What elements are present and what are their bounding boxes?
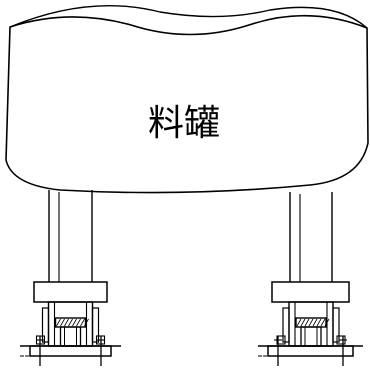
left-mount-post	[59, 326, 82, 347]
right-load-cell-hatch	[296, 318, 302, 327]
left-load-cell-hatch	[76, 318, 81, 327]
right-mount-post	[300, 326, 322, 347]
left-load-cell-hatch	[56, 318, 61, 327]
tank-outline	[5, 14, 369, 194]
right-load-cell-hatch	[320, 318, 326, 327]
right-load-cell-hatch	[316, 318, 322, 327]
left-base-plate	[29, 345, 112, 357]
right-side-bolt	[282, 307, 290, 343]
left-load-cell-hatch	[80, 318, 85, 327]
left-load-cell-hatch	[60, 318, 65, 327]
right-load-cell-hatch	[300, 318, 306, 327]
tank-top-rim	[9, 4, 368, 29]
tank-label: 料罐	[148, 103, 220, 144]
left-load-cell-hatch	[68, 318, 73, 327]
right-leg-flange	[271, 281, 350, 303]
right-load-cell-hatch	[304, 318, 310, 327]
right-support	[258, 192, 363, 366]
left-load-cell-hatch	[64, 318, 69, 327]
left-side-bolt	[91, 307, 100, 343]
left-leg-flange	[33, 281, 108, 303]
right-base-plate	[267, 345, 354, 357]
tank-body: 料罐	[5, 4, 369, 194]
right-load-cell-hatch	[324, 318, 330, 327]
left-load-cell-hatch	[72, 318, 77, 327]
right-load-cell-hatch	[312, 318, 318, 327]
left-support	[20, 190, 121, 366]
left-load-cell-hatch	[84, 318, 89, 327]
supports	[20, 190, 363, 366]
left-side-bolt	[41, 307, 50, 343]
right-side-bolt	[332, 307, 340, 343]
right-load-cell-hatch	[308, 318, 314, 327]
